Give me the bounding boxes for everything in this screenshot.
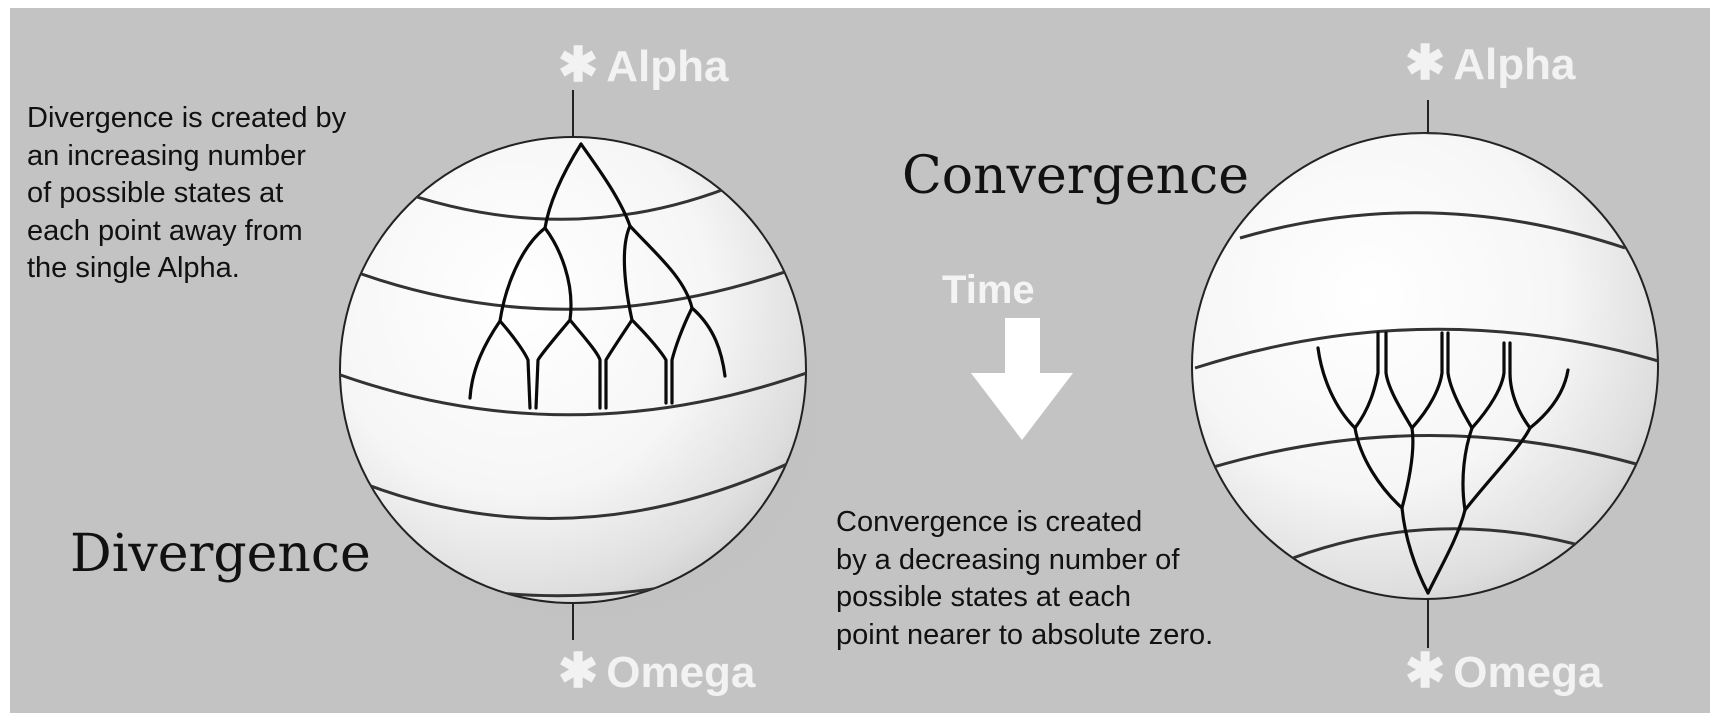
branch-line (604, 318, 634, 410)
latitude-line (1194, 327, 1658, 370)
branch-line (498, 319, 532, 410)
branch-line (1426, 508, 1467, 595)
branch-line (1463, 426, 1532, 512)
branch-line (1384, 331, 1414, 430)
branch-line (543, 226, 573, 322)
branch-line (543, 142, 583, 230)
latitude-line (1279, 527, 1591, 565)
divergence-sphere (320, 90, 860, 653)
branch-line (1400, 426, 1415, 510)
down-arrow-icon (971, 318, 1073, 440)
branch-line (498, 226, 547, 323)
branch-line (1470, 341, 1506, 430)
branch-line (622, 224, 634, 322)
branch-line (568, 318, 602, 410)
latitude-line (344, 261, 806, 311)
branch-line (630, 318, 668, 405)
convergence-title: Convergence (902, 146, 1250, 206)
convergence-description: Convergence is created by a decreasing n… (836, 506, 1214, 651)
branch-line (579, 142, 632, 228)
branch-line (1353, 331, 1380, 430)
branch-line (690, 306, 727, 378)
divergence-description: Divergence is created by an increasing n… (27, 102, 347, 284)
branch-line (1528, 368, 1570, 430)
latitude-line (1209, 434, 1651, 470)
branch-line (1508, 341, 1532, 430)
asterisk-icon: ✱ (1405, 37, 1446, 90)
branch-line (628, 224, 694, 310)
convergence-branches (1316, 331, 1570, 595)
sphere-body (339, 136, 807, 604)
asterisk-icon: ✱ (558, 39, 599, 92)
diagram-graphics (320, 90, 1659, 653)
branch-line (1400, 506, 1430, 595)
branch-line (1446, 331, 1474, 430)
asterisk-icon: ✱ (1405, 645, 1446, 698)
latitude-line (389, 181, 741, 221)
branch-line (1316, 346, 1357, 430)
time-label: Time (942, 268, 1035, 312)
convergence-sphere (1191, 100, 1659, 648)
branch-line (1353, 426, 1404, 510)
omega-label-right: ✱Omega (1405, 645, 1603, 698)
alpha-label-left: ✱Alpha (558, 39, 729, 92)
branch-line (534, 318, 572, 410)
latitude-line (340, 368, 806, 417)
latitude-bands (1194, 133, 1658, 565)
branch-line (670, 306, 694, 405)
divergence-branches (468, 142, 727, 410)
diagram-frame: ✱Alpha ✱Omega Divergence is created by a… (10, 8, 1710, 713)
latitude-line (1239, 211, 1626, 250)
branch-line (1461, 426, 1474, 512)
asterisk-icon: ✱ (558, 645, 599, 698)
branch-line (468, 319, 502, 400)
omega-label-left: ✱Omega (558, 645, 756, 698)
latitude-line (349, 456, 801, 520)
alpha-label-right: ✱Alpha (1405, 37, 1576, 90)
divergence-title: Divergence (70, 524, 371, 584)
branch-line (1410, 331, 1444, 430)
